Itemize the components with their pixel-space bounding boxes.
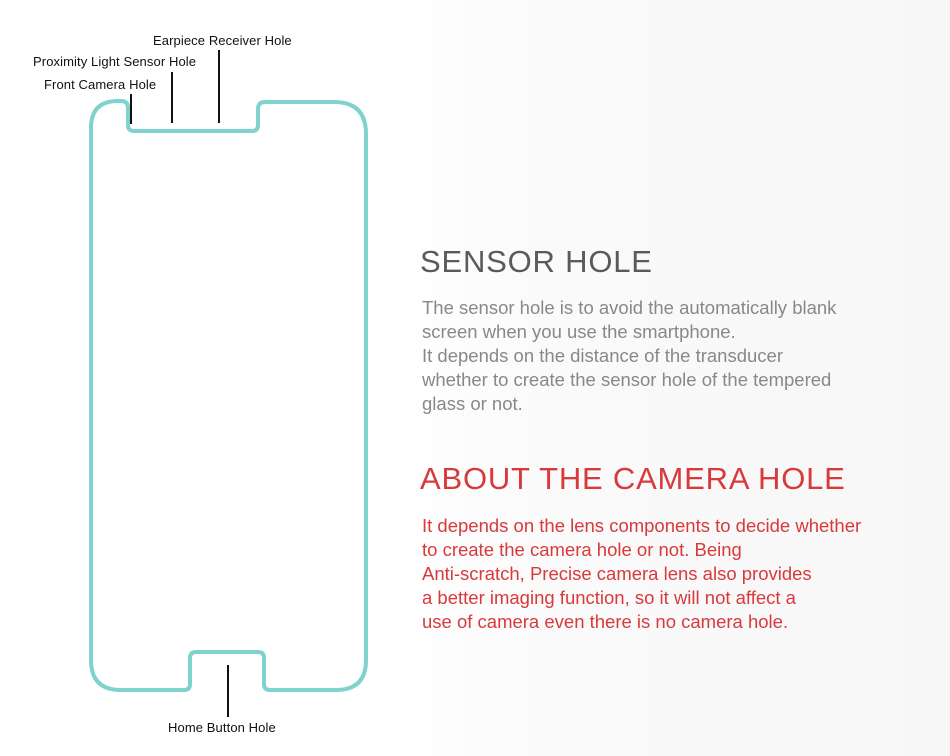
sensor-hole-line: screen when you use the smartphone. <box>422 321 736 342</box>
sensor-hole-title: SENSOR HOLE <box>420 244 653 279</box>
screen-protector-outline-diagram <box>89 99 368 692</box>
sensor-hole-description: The sensor hole is to avoid the automati… <box>422 296 836 416</box>
sensor-hole-line: It depends on the distance of the transd… <box>422 345 783 366</box>
camera-hole-description: It depends on the lens components to dec… <box>422 514 861 634</box>
camera-hole-line: to create the camera hole or not. Being <box>422 539 742 560</box>
earpiece-receiver-hole-label: Earpiece Receiver Hole <box>153 33 292 48</box>
camera-hole-line: use of camera even there is no camera ho… <box>422 611 789 632</box>
front-camera-leader-line <box>130 94 132 124</box>
home-button-hole-label: Home Button Hole <box>168 720 276 735</box>
proximity-leader-line <box>171 72 173 123</box>
home-button-leader-line <box>227 665 229 717</box>
camera-hole-title: ABOUT THE CAMERA HOLE <box>420 461 846 496</box>
earpiece-leader-line <box>218 50 220 123</box>
proximity-sensor-hole-label: Proximity Light Sensor Hole <box>33 54 197 69</box>
sensor-hole-line: glass or not. <box>422 393 523 414</box>
front-camera-hole-label: Front Camera Hole <box>44 77 157 92</box>
text-panel-background <box>380 0 950 756</box>
camera-hole-line: a better imaging function, so it will no… <box>422 587 796 608</box>
tempered-glass-outline <box>89 99 368 692</box>
camera-hole-line: Anti-scratch, Precise camera lens also p… <box>422 563 812 584</box>
camera-hole-line: It depends on the lens components to dec… <box>422 515 862 536</box>
sensor-hole-line: whether to create the sensor hole of the… <box>422 369 832 390</box>
sensor-hole-line: The sensor hole is to avoid the automati… <box>422 297 837 318</box>
